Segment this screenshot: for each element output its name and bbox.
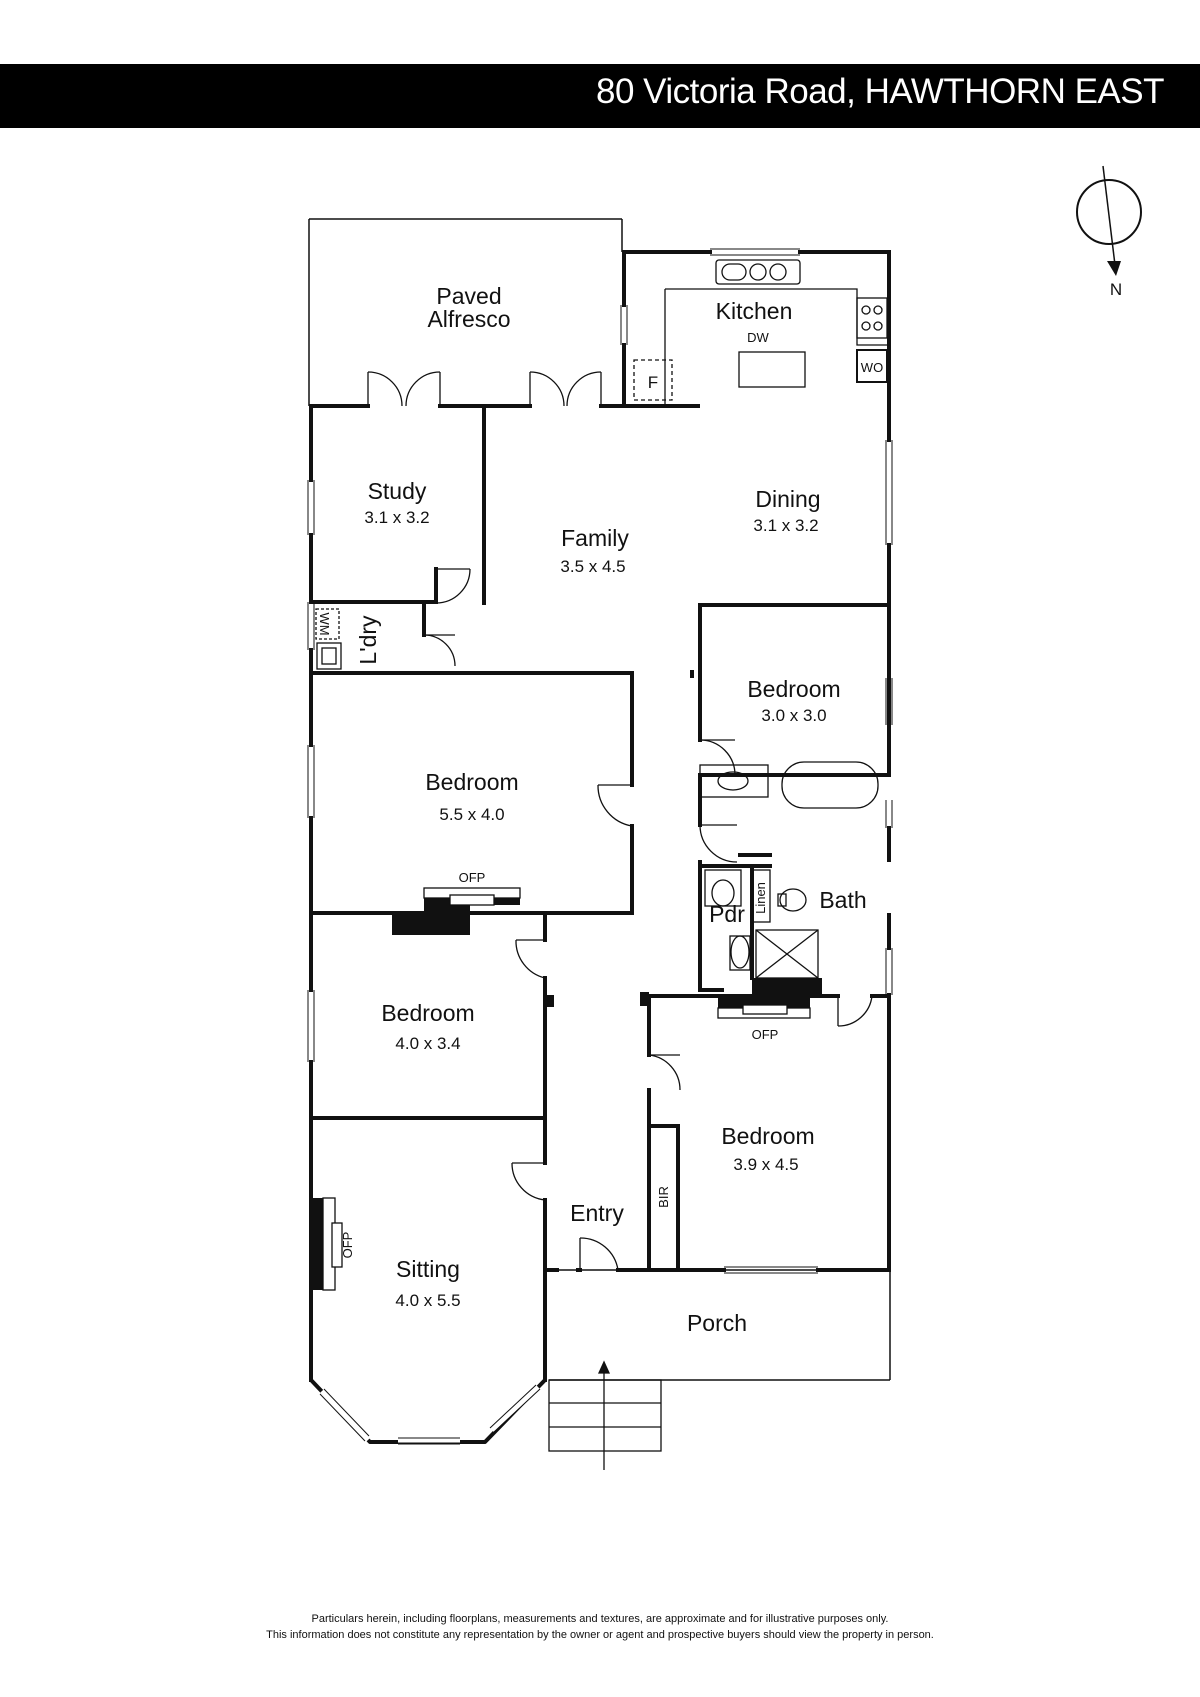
kitchen-fixtures	[633, 259, 889, 406]
bedroom-front-dims: 3.9 x 4.5	[733, 1155, 798, 1174]
dishwasher-label: DW	[747, 330, 769, 345]
property-address-title: 80 Victoria Road, HAWTHORN EAST	[596, 72, 1165, 111]
powder-name: Pdr	[709, 901, 745, 927]
ofp-sitting-label: OFP	[340, 1232, 355, 1259]
study-dims: 3.1 x 3.2	[364, 508, 429, 527]
disclaimer-line-2: This information does not constitute any…	[266, 1629, 934, 1641]
ofp-front-bedroom-label: OFP	[752, 1027, 779, 1042]
door-swings	[367, 371, 873, 1271]
family-name: Family	[561, 525, 629, 551]
sitting-name: Sitting	[396, 1256, 460, 1282]
washing-machine-label: WM	[317, 612, 332, 635]
front-steps	[548, 1360, 662, 1470]
study-name: Study	[368, 478, 427, 504]
porch-name: Porch	[687, 1310, 747, 1336]
bedroom-large-name: Bedroom	[425, 769, 518, 795]
disclaimer: Particulars herein, including floorplans…	[0, 1611, 1200, 1643]
family-dims: 3.5 x 4.5	[560, 557, 625, 576]
bath-fixtures	[699, 761, 879, 979]
alfresco-name-line2: Alfresco	[427, 306, 510, 332]
bay-window	[309, 1378, 547, 1445]
room-labels: Paved Alfresco Kitchen Study 3.1 x 3.2 F…	[355, 283, 867, 1336]
linen-label: Linen	[753, 882, 768, 914]
fireplaces	[311, 887, 822, 1291]
bedroom-mid-name: Bedroom	[381, 1000, 474, 1026]
laundry-fixtures	[315, 608, 342, 670]
laundry-name: L'dry	[355, 615, 381, 665]
dining-name: Dining	[755, 486, 820, 512]
bath-name: Bath	[819, 887, 866, 913]
bedroom-mid-dims: 4.0 x 3.4	[395, 1034, 460, 1053]
entry-name: Entry	[570, 1200, 624, 1226]
north-arrow-icon: N	[1076, 165, 1142, 299]
alfresco-name-line1: Paved	[436, 283, 501, 309]
fridge-label: F	[648, 373, 658, 392]
dining-dims: 3.1 x 3.2	[753, 516, 818, 535]
wall-oven-label: WO	[861, 360, 883, 375]
header-bar: 80 Victoria Road, HAWTHORN EAST	[0, 64, 1200, 128]
bir-label: BIR	[656, 1186, 671, 1208]
bedroom-front-name: Bedroom	[721, 1123, 814, 1149]
kitchen-name: Kitchen	[716, 298, 793, 324]
bedroom-rear-name: Bedroom	[747, 676, 840, 702]
windows	[307, 248, 893, 1274]
disclaimer-line-1: Particulars herein, including floorplans…	[311, 1613, 889, 1625]
bedroom-large-dims: 5.5 x 4.0	[439, 805, 504, 824]
ofp-large-bedroom-label: OFP	[459, 870, 486, 885]
alfresco-outline	[308, 218, 623, 406]
north-label: N	[1110, 280, 1122, 299]
bedroom-rear-dims: 3.0 x 3.0	[761, 706, 826, 725]
sitting-dims: 4.0 x 5.5	[395, 1291, 460, 1310]
